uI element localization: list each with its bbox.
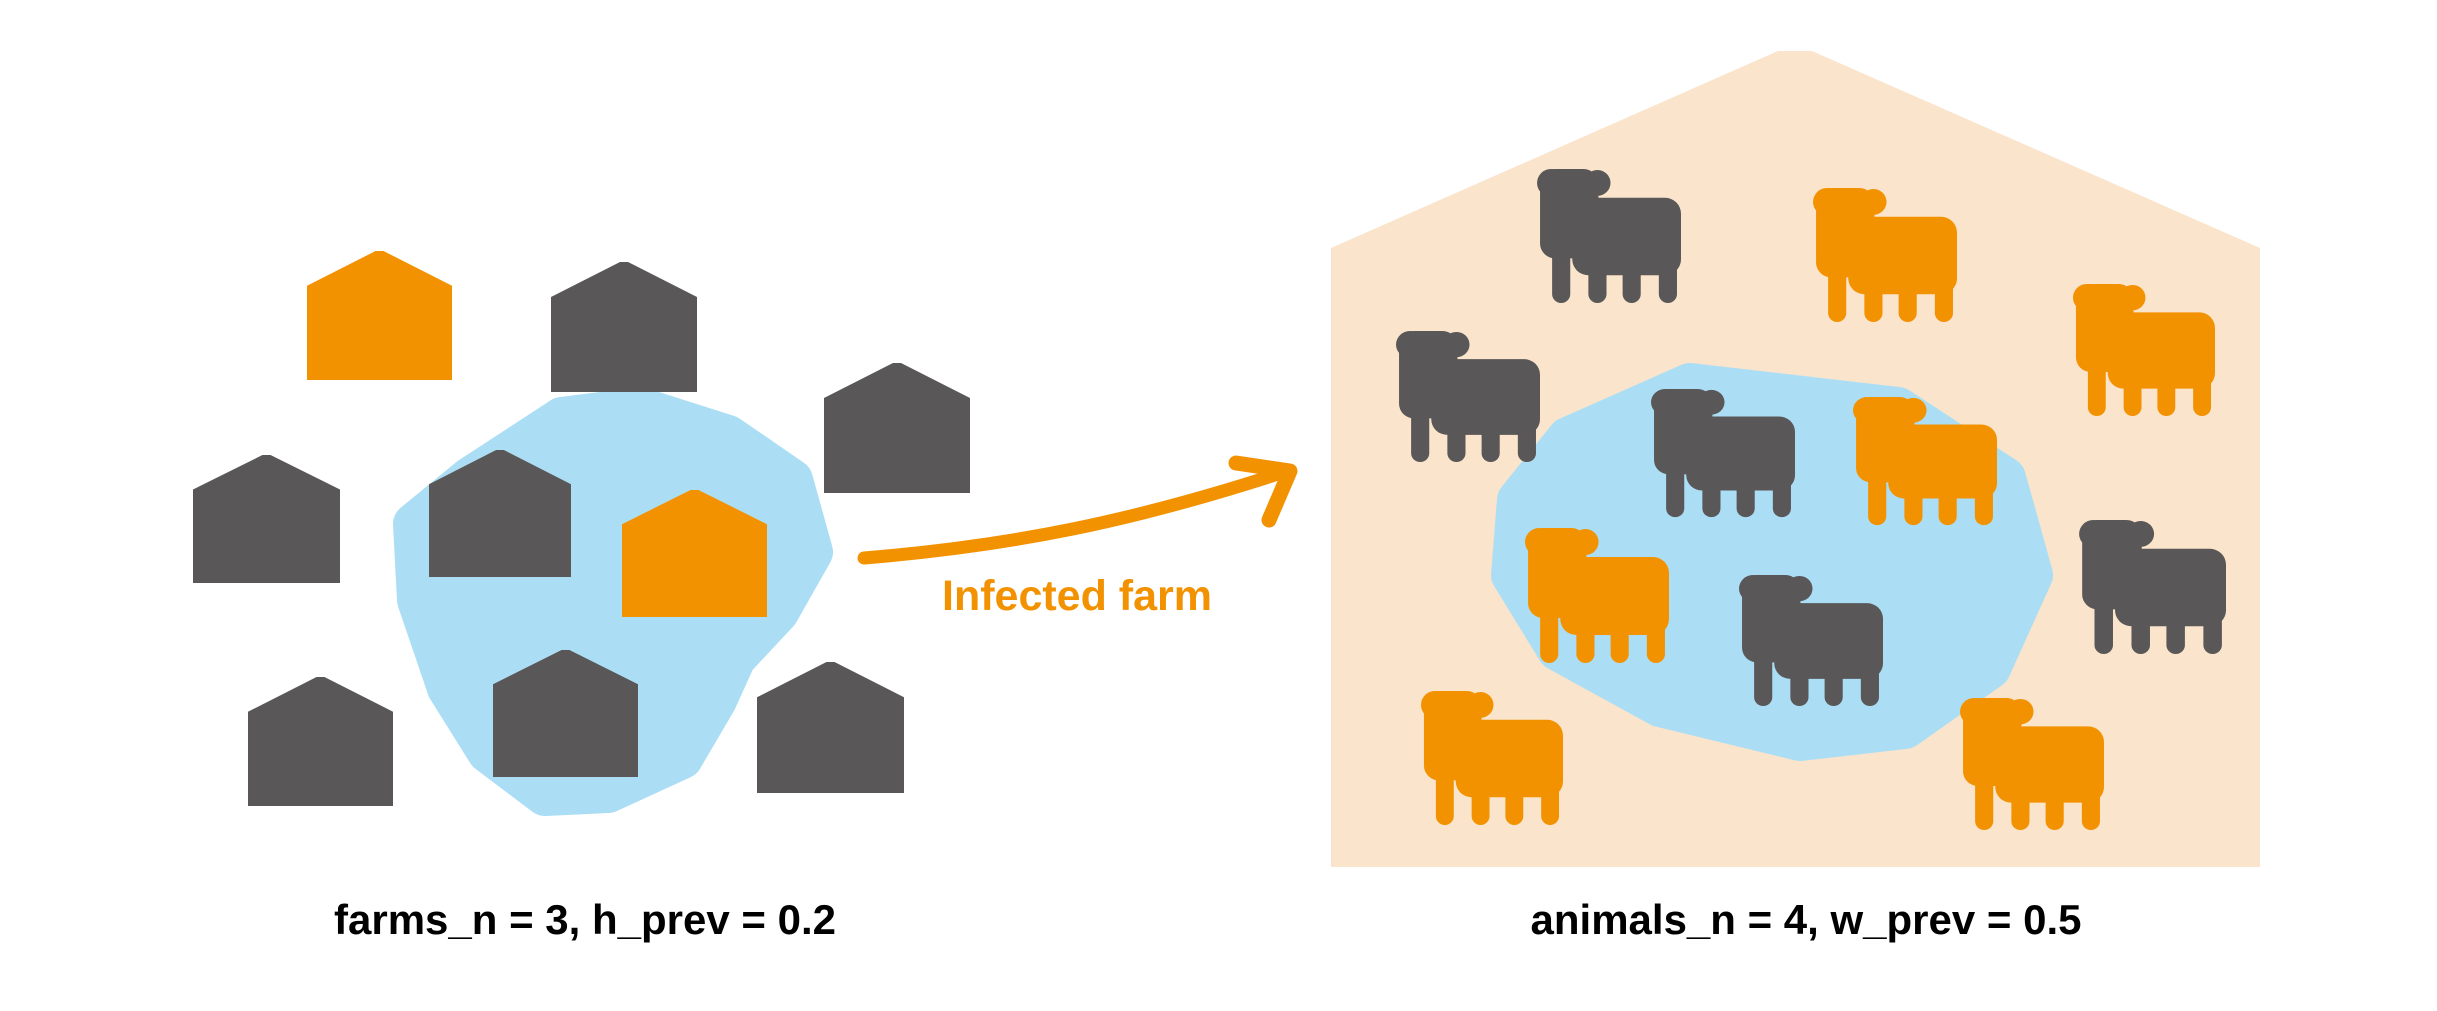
infected-farm-arrow-curve — [857, 467, 1285, 565]
farm-icon-9-not-infected — [757, 662, 904, 793]
animals-caption: animals_n = 4, w_prev = 0.5 — [1530, 896, 2082, 943]
infected-farm-label: Infected farm — [941, 572, 1213, 620]
farm-icon-2-not-infected — [551, 262, 697, 392]
farms-caption: farms_n = 3, h_prev = 0.2 — [334, 896, 836, 943]
farm-icon-3-not-infected — [824, 363, 970, 493]
farm-icon-4-not-infected — [193, 455, 340, 583]
arrow-layer — [857, 455, 1298, 565]
farm-icon-7-not-infected — [248, 677, 393, 806]
infected-farm-arrow-head — [1228, 455, 1298, 528]
farm-icon-1-infected — [307, 251, 452, 380]
